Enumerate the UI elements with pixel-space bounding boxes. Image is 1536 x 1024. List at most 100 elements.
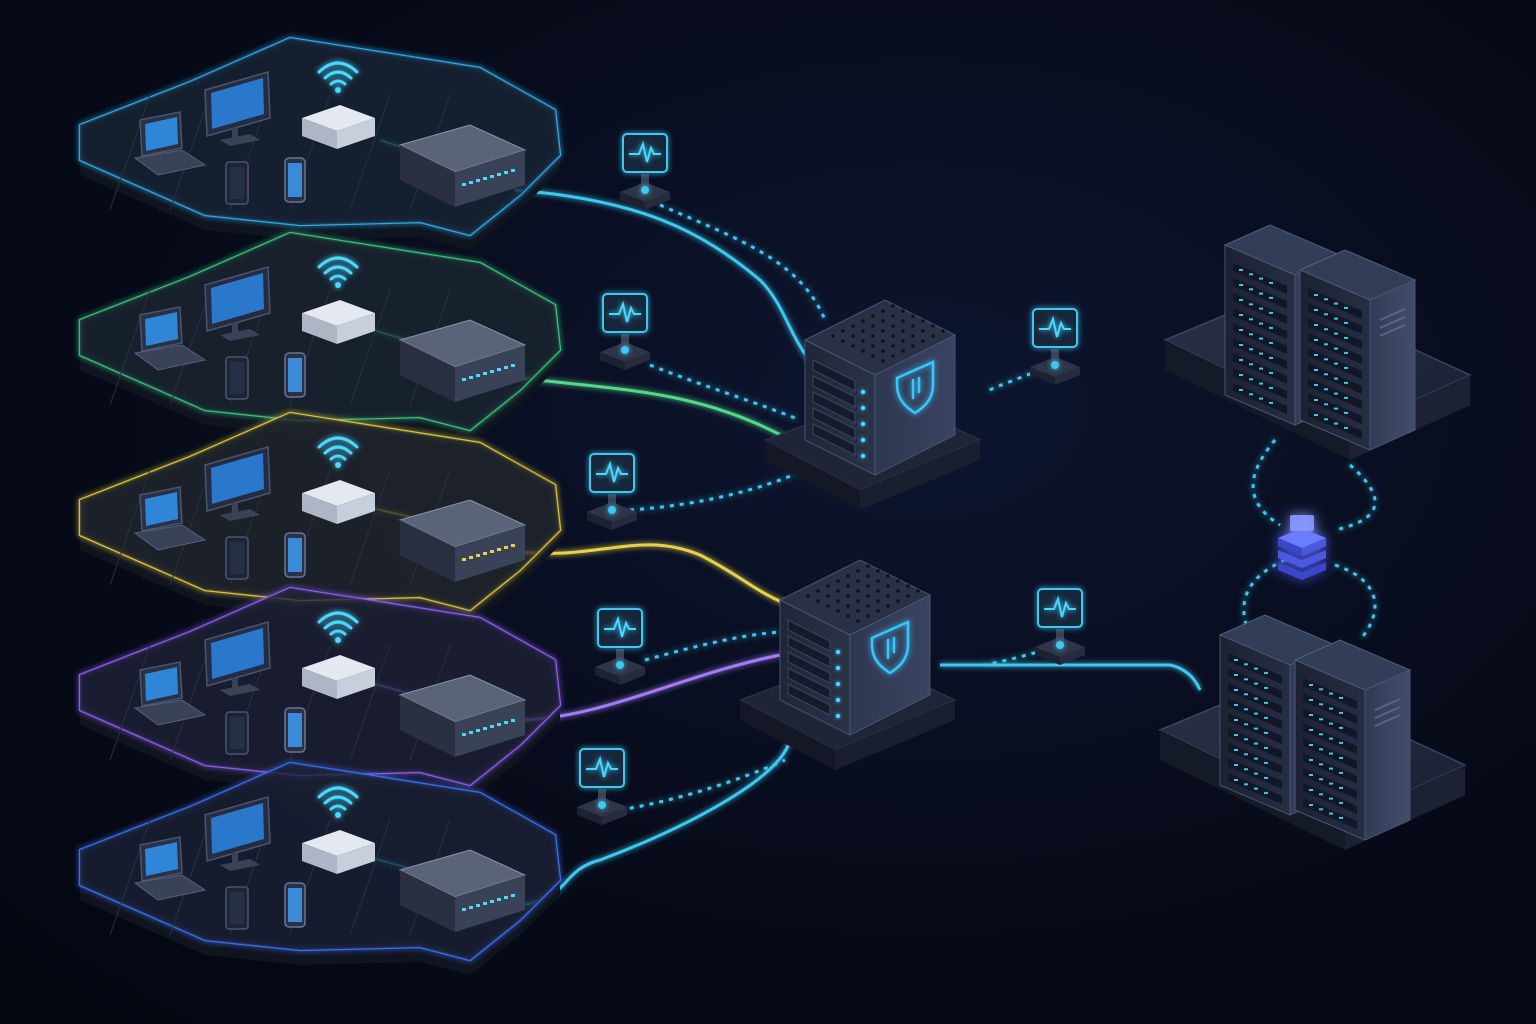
blade-led [1344, 426, 1348, 429]
network-switch-icon[interactable] [398, 319, 527, 402]
laptop-icon[interactable] [133, 306, 207, 371]
activity-monitor-icon[interactable] [587, 453, 637, 530]
blade-led [1254, 727, 1258, 730]
vent-hole [886, 584, 890, 588]
activity-monitor-icon[interactable] [1035, 588, 1085, 665]
vent-hole [826, 584, 830, 588]
smartphone-icon[interactable] [284, 157, 306, 203]
drive-bay [787, 667, 831, 700]
vent-hole [831, 334, 835, 338]
firewall-icon[interactable] [738, 559, 957, 770]
network-zone[interactable] [78, 761, 562, 975]
blade-led [1314, 384, 1318, 386]
activity-monitor-icon[interactable] [620, 133, 670, 210]
blade-led [1309, 684, 1313, 686]
blade-led [1264, 776, 1268, 779]
activity-waveform [609, 300, 641, 323]
network-switch-icon[interactable] [398, 124, 527, 207]
server-rack-icon[interactable] [1293, 639, 1412, 841]
firewall-icon[interactable] [763, 299, 982, 510]
activity-waveform [586, 755, 618, 778]
blade-led [1309, 774, 1313, 776]
switch-port-led [462, 378, 466, 381]
smartphone-icon[interactable] [284, 707, 306, 753]
blade-led [1259, 352, 1263, 355]
tablet-icon[interactable] [225, 161, 249, 205]
blade-led [1334, 317, 1338, 320]
blade-led [1309, 714, 1313, 716]
wifi-router-icon[interactable] [302, 300, 375, 344]
blade-led [1234, 659, 1238, 661]
switch-port-led [476, 729, 480, 732]
server-cluster[interactable] [1163, 224, 1472, 460]
blade-led [1324, 358, 1328, 361]
status-led [835, 697, 841, 703]
activity-monitor-icon[interactable] [1030, 308, 1080, 385]
server-cluster[interactable] [1158, 614, 1467, 850]
blade-led [1244, 663, 1248, 666]
desktop-monitor-icon[interactable] [204, 71, 271, 146]
blade-led [1254, 667, 1258, 670]
tablet-icon[interactable] [225, 356, 249, 400]
network-switch-icon[interactable] [398, 674, 527, 757]
server-rack-icon[interactable] [1298, 249, 1417, 451]
switch-port-led [511, 364, 515, 367]
switch-port-led [504, 366, 508, 369]
vent-hole [876, 609, 880, 613]
smartphone-icon[interactable] [284, 352, 306, 398]
drive-bay [812, 359, 856, 392]
smartphone-icon[interactable] [284, 532, 306, 578]
blade-led [1234, 674, 1238, 676]
switch-port-led [469, 556, 473, 559]
blade-led [1319, 733, 1323, 736]
drive-bay [812, 407, 856, 440]
vent-slot [1374, 714, 1401, 727]
vent-hole [851, 324, 855, 328]
drive-bay [812, 391, 856, 424]
network-switch-icon[interactable] [398, 499, 527, 582]
desktop-monitor-icon[interactable] [204, 266, 271, 341]
wifi-router-icon[interactable] [302, 655, 375, 699]
wifi-router-icon[interactable] [302, 105, 375, 149]
status-led [835, 665, 841, 671]
laptop-icon[interactable] [133, 111, 207, 176]
activity-monitor-icon[interactable] [577, 748, 627, 825]
laptop-icon[interactable] [133, 486, 207, 551]
smartphone-icon[interactable] [284, 882, 306, 928]
blade-led [1254, 742, 1258, 745]
tablet-icon[interactable] [225, 711, 249, 755]
laptop-icon[interactable] [133, 836, 207, 901]
switch-port-led [511, 544, 515, 547]
blade-led [1264, 761, 1268, 764]
network-switch-icon[interactable] [398, 849, 527, 932]
blade-led [1344, 321, 1348, 324]
network-zone[interactable] [78, 586, 562, 800]
vent-hole [826, 594, 830, 598]
blade-led [1314, 354, 1318, 356]
network-zone[interactable] [78, 36, 562, 250]
wifi-signal-icon [317, 256, 359, 288]
desktop-monitor-icon[interactable] [204, 446, 271, 521]
network-zone[interactable] [78, 411, 562, 625]
vent-hole [921, 339, 925, 343]
activity-monitor-icon[interactable] [600, 293, 650, 370]
shield-icon [895, 360, 935, 415]
blade-led [1329, 782, 1333, 785]
tablet-icon[interactable] [225, 536, 249, 580]
switch-port-led [504, 546, 508, 549]
switch-port-led [469, 731, 473, 734]
laptop-icon[interactable] [133, 661, 207, 726]
activity-monitor-icon[interactable] [595, 608, 645, 685]
wifi-router-icon[interactable] [302, 480, 375, 524]
desktop-monitor-icon[interactable] [204, 796, 271, 871]
vent-slot [1379, 324, 1406, 337]
vent-hole [931, 324, 935, 328]
blade-led [1334, 362, 1338, 365]
network-zone[interactable] [78, 231, 562, 445]
tablet-icon[interactable] [225, 886, 249, 930]
blade-led [1344, 396, 1348, 399]
desktop-monitor-icon[interactable] [204, 621, 271, 696]
zone-grid-line [169, 469, 211, 586]
switch-port-led [497, 173, 501, 176]
wifi-router-icon[interactable] [302, 830, 375, 874]
